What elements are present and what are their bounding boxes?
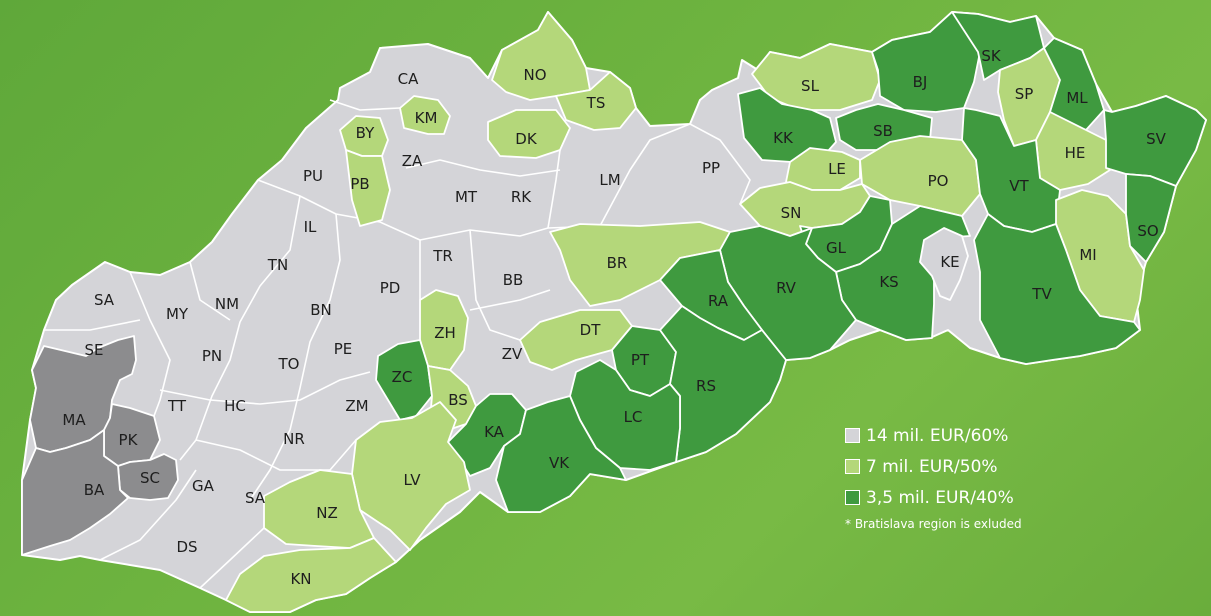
district-area-ke	[919, 227, 969, 301]
legend-label-light-green: 7 mil. EUR/50%	[866, 456, 998, 477]
district-border-line	[329, 99, 401, 111]
district-area-pb	[345, 149, 391, 227]
district-border-line	[249, 213, 341, 501]
district-area-km	[399, 95, 451, 135]
legend-item-grey: 14 mil. EUR/60%	[845, 424, 1022, 447]
district-area-sv	[1103, 95, 1207, 187]
district-border-line	[179, 195, 301, 461]
district-area-bj	[871, 11, 981, 113]
district-area-zc	[375, 339, 433, 421]
legend-label-grey: 14 mil. EUR/60%	[866, 425, 1009, 446]
district-border-line	[159, 371, 371, 405]
district-area-dk	[487, 109, 571, 159]
district-border-line	[547, 149, 561, 229]
legend-note: * Bratislava region is exluded	[845, 517, 1022, 531]
legend-swatch-grey	[845, 428, 860, 443]
district-border-line	[44, 319, 141, 331]
legend-swatch-dark-green	[845, 490, 860, 505]
district-area-tv	[973, 213, 1141, 365]
district-border-line	[599, 123, 691, 227]
district-border-line	[189, 261, 231, 321]
district-border-line	[469, 289, 551, 311]
district-area-ml	[1043, 37, 1105, 131]
legend-label-dark-green: 3,5 mil. EUR/40%	[866, 487, 1014, 508]
district-area-no	[491, 11, 591, 101]
district-area-so	[1125, 173, 1177, 263]
district-area-ba	[21, 429, 129, 556]
legend-swatch-light-green	[845, 459, 860, 474]
district-border-line	[405, 159, 561, 177]
district-border-line	[689, 123, 751, 205]
district-border-line	[469, 229, 521, 341]
district-area-sc	[117, 453, 179, 501]
legend-item-dark-green: 3,5 mil. EUR/40%	[845, 486, 1022, 509]
district-area-vk	[495, 395, 627, 513]
district-border-line	[129, 271, 171, 417]
district-border-line	[199, 527, 265, 589]
district-area-ts	[555, 71, 637, 131]
map-legend: 14 mil. EUR/60% 7 mil. EUR/50% 3,5 mil. …	[845, 424, 1022, 531]
district-area-lv	[351, 401, 471, 551]
legend-item-light-green: 7 mil. EUR/50%	[845, 455, 1022, 478]
district-area-kk	[737, 87, 837, 163]
district-border-line	[99, 469, 197, 561]
district-area-kn	[225, 537, 397, 613]
district-border-line	[195, 439, 357, 471]
